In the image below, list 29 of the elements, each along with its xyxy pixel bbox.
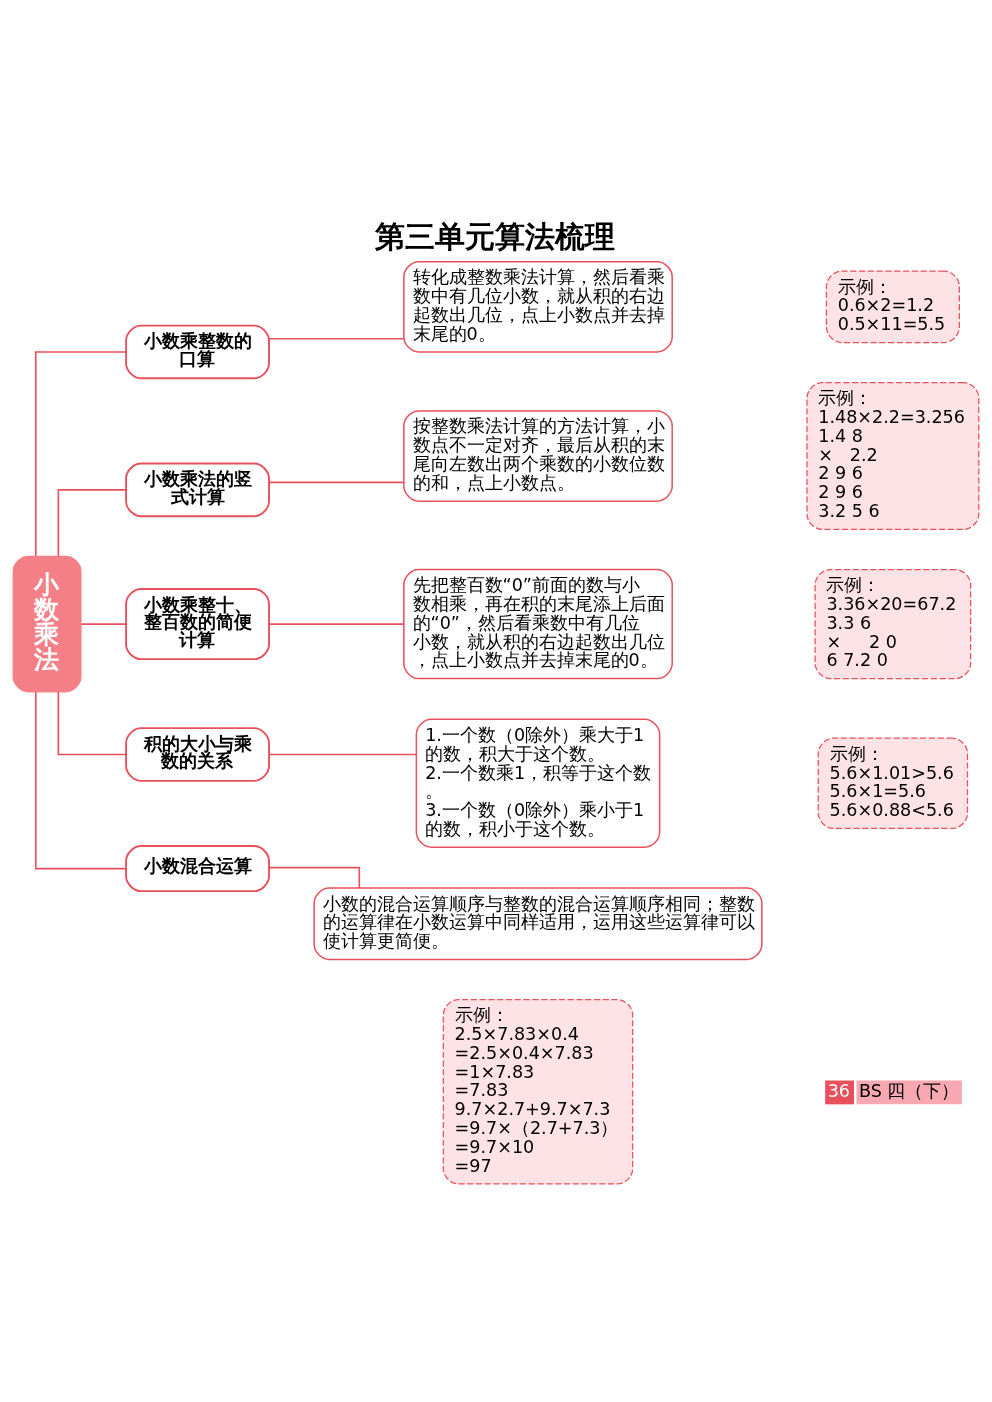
connector (80, 622, 127, 625)
node-box: 先把整百数“0”前面的数与小数相乘，再在积的末尾添上后面的“0”，然后看乘数中有几位小数，就从积的右边起数出几位，点上小数点并去掉末尾的0。 (403, 568, 673, 679)
node-box: 小数乘法 (12, 555, 82, 692)
connector (268, 337, 405, 340)
label: 36 (827, 1080, 851, 1101)
label: BS 四（下） (859, 1080, 960, 1101)
node-box: 小数乘整数的口算 (125, 324, 270, 379)
connector (268, 622, 405, 625)
node-box: 示例： 3.36×20=67.2 3.3 6 × 2 0 6 7.2 0 (814, 568, 972, 679)
node-box: 小数乘整十、整百数的简便计算 (125, 587, 270, 660)
diagram-title: 第三单元算法梳理 (374, 218, 615, 254)
node-box: 示例： 0.6×2=1.2 0.5×11=5.5 (825, 269, 960, 343)
connector (34, 350, 127, 557)
node-box: 小数混合运算 (125, 844, 270, 892)
connector (268, 753, 417, 755)
node-box: 示例： 1.48×2.2=3.256 1.4 8 × 2.2 2 9 6 2 9 6 3.2 5 6 (806, 381, 980, 530)
node-box: 按整数乘法计算的方法计算，小数点不一定对齐，最后从积的末尾向左数出两个乘数的小数位数的和，点上小数点。 (403, 409, 673, 502)
node-box: 小数乘法的竖式计算 (125, 462, 270, 517)
node-box: 1.一个数（0除外）乘大于1的数，积大于这个数。 2.一个数乘1，积等于这个数。 3.一个数（0除外）乘小于1的数，积小于这个数。 (415, 718, 661, 848)
connector (268, 866, 361, 889)
node-box: 示例： 5.6×1.01>5.6 5.6×1=5.6 5.6×0.88<5.6 (817, 737, 969, 829)
connector (268, 481, 405, 483)
node-box: 积的大小与乘数的关系 (125, 726, 270, 782)
node-box: 转化成整数乘法计算，然后看乘数中有几位小数，就从积的右边起数出几位，点上小数点并去掉末尾的0。 (403, 260, 673, 353)
connector (34, 690, 127, 869)
connector (57, 690, 127, 755)
node-box: 示例： 2.5×7.83×0.4 =2.5×0.4×7.83 =1×7.83 =7.83 9.7×2.7+9.7×7.3 =9.7×（2.7+7.3） =9.7×10 =97 (442, 998, 634, 1185)
connector (57, 488, 127, 557)
node-box: 小数的混合运算顺序与整数的混合运算顺序相同；整数的运算律在小数运算中同样适用，运用这些运算律可以使计算更简便。 (313, 886, 763, 960)
